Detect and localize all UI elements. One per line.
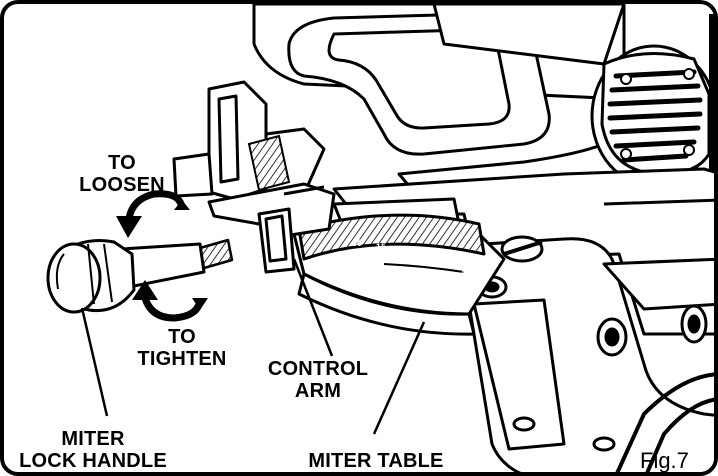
label-line: TO xyxy=(108,152,136,174)
figure-number: Fig.7 xyxy=(640,448,689,473)
label-control-arm: CONTROL ARM xyxy=(258,358,378,402)
label-line: LOCK HANDLE xyxy=(19,450,167,472)
miter-scale-numbers: 30 15 0 15 30 45 xyxy=(352,238,472,276)
miter-lock-handle xyxy=(46,238,234,314)
label-line: ARM xyxy=(294,380,342,402)
scale-number: 45 xyxy=(462,266,472,276)
label-miter-lock-handle: MITER LOCK HANDLE xyxy=(8,428,178,472)
label-to-loosen: TO LOOSEN xyxy=(74,152,170,196)
label-to-tighten: TO TIGHTEN xyxy=(126,326,238,370)
front-frame xyxy=(615,372,714,472)
table-thumbscrew xyxy=(500,235,544,263)
rear-fence xyxy=(172,80,326,201)
scale-number: 0 xyxy=(402,248,407,258)
scale-number: 15 xyxy=(376,242,386,252)
label-line: MITER xyxy=(61,428,125,450)
label-line: TIGHTEN xyxy=(137,348,227,370)
label-line: TO xyxy=(168,326,196,348)
scale-number: 30 xyxy=(352,238,362,248)
tighten-arrow-icon xyxy=(132,280,208,322)
motor-vent-grille xyxy=(590,14,714,188)
scale-number: 30 xyxy=(444,259,454,269)
loosen-arrow-icon xyxy=(116,190,190,238)
miter-table xyxy=(292,213,506,336)
bevel-scale xyxy=(247,134,291,192)
scale-number: 15 xyxy=(424,253,434,263)
label-line: CONTROL xyxy=(267,358,369,380)
base-mounting-holes xyxy=(476,275,708,452)
miter-saw-illustration: 30 15 0 15 30 45 xyxy=(46,4,714,472)
label-miter-table: MITER TABLE xyxy=(308,450,444,472)
label-line: LOOSEN xyxy=(79,174,165,196)
leader-lines xyxy=(80,258,426,435)
control-arm xyxy=(207,182,336,274)
